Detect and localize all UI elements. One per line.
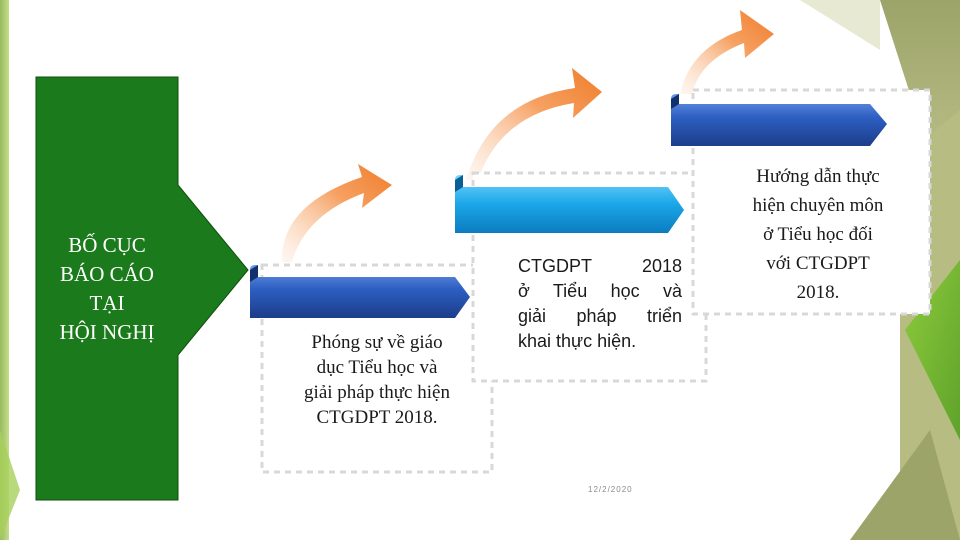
step-3-line: 2018. (796, 282, 840, 303)
title-line: BỐ CỤC (68, 233, 146, 257)
title-line: HỘI NGHỊ (59, 320, 155, 344)
step-3-tab (671, 94, 887, 146)
right-bottom-triangle (850, 430, 960, 540)
title-block: BỐ CỤC BÁO CÁO TẠI HỘI NGHỊ (32, 231, 182, 347)
left-bottom-triangle (0, 430, 20, 540)
step-3-line: ở Tiểu học đối (763, 224, 873, 245)
step-2-text: CTGDPT 2018 ở Tiểu học và giải pháp triể… (518, 254, 682, 354)
title-arrow-shape (35, 76, 249, 501)
curved-arrow-3 (680, 10, 774, 94)
step-3-line: với CTGDPT (766, 253, 870, 274)
step-3-text: Hướng dẫn thực hiện chuyên môn ở Tiểu họ… (718, 162, 918, 307)
step-1-tab-fold (250, 265, 258, 282)
step-2-line: ở Tiểu học và (518, 281, 682, 301)
footer-date: 12/2/2020 (588, 485, 633, 494)
step-1-line: giải pháp thực hiện (304, 382, 450, 403)
right-top-light-triangle (800, 0, 880, 50)
step-2-tab-fold (455, 175, 463, 192)
title-line: TẠI (89, 291, 125, 315)
step-3-tab-fold (671, 94, 679, 109)
step-1-line: dục Tiểu học và (316, 357, 438, 378)
step-1-tab (250, 265, 470, 318)
step-2-line: giải pháp triển (518, 306, 682, 326)
curved-arrow-2 (466, 68, 602, 180)
step-1-line: CTGDPT 2018. (316, 407, 438, 428)
left-accent-strip (0, 0, 9, 540)
step-3-line: hiện chuyên môn (752, 195, 884, 216)
step-2-tab (455, 175, 684, 233)
right-green-triangle (905, 260, 960, 440)
step-1-text: Phóng sự về giáo dục Tiểu học và giải ph… (262, 330, 492, 430)
step-2-line: khai thực hiện. (518, 331, 637, 351)
curved-arrow-1 (281, 164, 392, 262)
step-3-line: Hướng dẫn thực (756, 166, 880, 187)
title-line: BÁO CÁO (60, 262, 154, 286)
step-2-line: CTGDPT 2018 (518, 256, 682, 276)
step-1-line: Phóng sự về giáo (311, 332, 443, 353)
